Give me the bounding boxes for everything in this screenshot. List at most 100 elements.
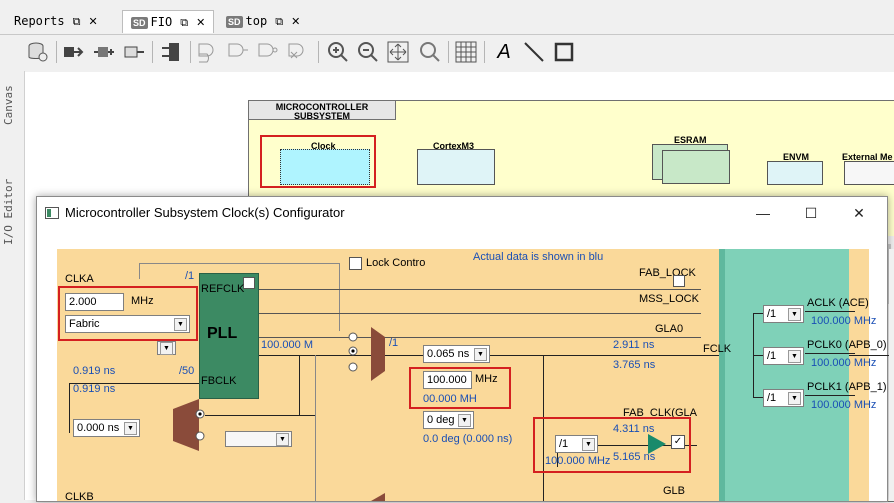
pclk0-divider-select[interactable]: /1▼ [763, 347, 804, 365]
app-window-icon [45, 207, 59, 219]
feedback-mux-radios[interactable] [193, 407, 207, 443]
feedback-source-select[interactable]: ▼ [225, 431, 292, 447]
clka-source-select[interactable]: Fabric ▼ [65, 315, 190, 333]
gla0-phase-select[interactable]: 0 deg ▼ [423, 411, 474, 429]
chevron-down-icon[interactable]: ▼ [160, 342, 173, 355]
glb-mux-icon [371, 493, 385, 501]
add-component-icon[interactable] [92, 40, 116, 64]
grid-icon[interactable] [454, 40, 478, 64]
clka-delay-select[interactable]: 0.000 ns ▼ [73, 419, 140, 437]
aclk-label: ACLK (ACE) [807, 297, 869, 309]
tab-reports-label: Reports [14, 14, 65, 28]
fab-clk-divider-select[interactable]: /1 ▼ [555, 435, 598, 453]
fab-lock-checkbox[interactable] [673, 275, 685, 287]
pclk1-divider-select[interactable]: /1▼ [763, 389, 804, 407]
clock-label: Clock [311, 141, 336, 151]
envm-block[interactable] [767, 161, 823, 185]
gate4-icon[interactable] [286, 40, 310, 64]
gla0-divider-label: /1 [389, 337, 399, 349]
fab-clk-buffer-icon [648, 434, 666, 454]
chevron-down-icon[interactable]: ▼ [788, 308, 801, 321]
dialog-vertical-scrollbar[interactable]: ▲ [889, 241, 894, 501]
gla0-frequency-unit: MHz [475, 373, 498, 385]
fab-clk-enable-checkbox[interactable]: ✓ [671, 435, 685, 449]
dialog-title: Microcontroller Subsystem Clock(s) Confi… [65, 205, 345, 220]
rectangle-icon[interactable] [552, 40, 576, 64]
external-memory-block[interactable] [844, 161, 894, 185]
clka-delay-value: 0.000 ns [77, 422, 120, 434]
chevron-down-icon[interactable]: ▼ [276, 433, 289, 446]
esram-block[interactable] [662, 150, 730, 184]
pll-corner-marker [243, 277, 255, 289]
close-icon[interactable]: ✕ [88, 15, 98, 28]
zoom-in-icon[interactable] [326, 40, 350, 64]
io-editor-side-tab[interactable]: I/O Editor [2, 178, 15, 245]
zoom-out-icon[interactable] [356, 40, 380, 64]
tab-reports[interactable]: Reports ⧉ ✕ [6, 10, 106, 32]
pan-icon[interactable] [386, 40, 410, 64]
zoom-fit-icon[interactable] [418, 40, 442, 64]
minimize-button[interactable]: — [756, 205, 770, 221]
restore-icon[interactable]: ⧉ [275, 15, 284, 28]
smartdesign-icon: SD [131, 17, 148, 29]
mss-lock-label: MSS_LOCK [639, 293, 699, 305]
aclk-divider-select[interactable]: /1 ▼ [763, 305, 804, 323]
chevron-down-icon[interactable]: ▼ [474, 348, 487, 361]
split-icon[interactable] [160, 40, 184, 64]
external-memory-label: External Me [842, 152, 893, 162]
line-icon[interactable] [522, 40, 546, 64]
gla0-mux-radios[interactable] [345, 329, 365, 383]
close-button[interactable]: ✕ [853, 205, 865, 221]
clka-label: CLKA [65, 273, 94, 285]
chevron-down-icon[interactable]: ▼ [788, 350, 801, 363]
fclk-label: FCLK [703, 343, 732, 355]
chevron-down-icon[interactable]: ▼ [788, 392, 801, 405]
database-settings-icon[interactable] [26, 40, 50, 64]
clka-highlight [58, 286, 198, 341]
clka-frequency-input[interactable]: 2.000 [65, 293, 124, 311]
gla0-phase-actual: 0.0 deg (0.000 ns) [423, 433, 513, 445]
chevron-down-icon[interactable]: ▼ [174, 318, 187, 331]
lock-control-checkbox[interactable] [349, 257, 362, 270]
clkb-label: CLKB [65, 491, 94, 503]
pclk1-frequency: 100.000 MHz [811, 399, 877, 411]
gla0-frequency-highlight [409, 367, 511, 409]
gla0-delay-1: 2.911 ns [613, 339, 655, 351]
clock-highlight [260, 135, 376, 188]
connect-icon[interactable] [122, 40, 146, 64]
gate-icon[interactable] [196, 40, 220, 64]
tab-fio-label: FIO [150, 15, 173, 29]
chevron-down-icon[interactable]: ▼ [582, 438, 595, 451]
canvas-side-tab[interactable]: Canvas [2, 85, 15, 125]
gla0-delay-select[interactable]: 0.065 ns ▼ [423, 345, 490, 363]
aclk-divider-value: /1 [767, 308, 777, 320]
close-icon[interactable]: ✕ [196, 16, 206, 29]
esram-label: ESRAM [674, 135, 707, 145]
gate2-icon[interactable] [226, 40, 250, 64]
fab-clk-label: FAB_CLK(GLA [623, 407, 697, 419]
clock-configurator-dialog: Microcontroller Subsystem Clock(s) Confi… [36, 196, 894, 503]
chevron-down-icon[interactable]: ▼ [458, 414, 471, 427]
clock-block[interactable] [280, 149, 370, 185]
lock-control-label: Lock Contro [366, 257, 426, 269]
restore-icon[interactable]: ⧉ [180, 16, 189, 29]
pll-block[interactable] [199, 273, 259, 399]
dialog-top-margin [37, 231, 887, 249]
component-icon[interactable] [62, 40, 86, 64]
gla0-frequency-input[interactable]: 100.000 [423, 371, 472, 389]
text-icon[interactable]: A [497, 41, 511, 63]
gla0-delay-value: 0.065 ns [427, 348, 470, 360]
clka-delay-2: 0.919 ns [73, 383, 116, 395]
gate3-icon[interactable] [256, 40, 280, 64]
gla0-mux-icon [371, 327, 385, 381]
close-icon[interactable]: ✕ [291, 15, 301, 28]
chevron-down-icon[interactable]: ▼ [124, 422, 137, 435]
restore-icon[interactable]: ⧉ [72, 15, 81, 28]
gla0-actual-frequency: 00.000 MH [423, 393, 477, 405]
hidden-dropdown[interactable]: ▼ [157, 341, 176, 355]
cortex-block[interactable] [417, 149, 495, 185]
maximize-button[interactable]: ☐ [804, 205, 818, 221]
aclk-frequency: 100.000 MHz [811, 315, 877, 327]
